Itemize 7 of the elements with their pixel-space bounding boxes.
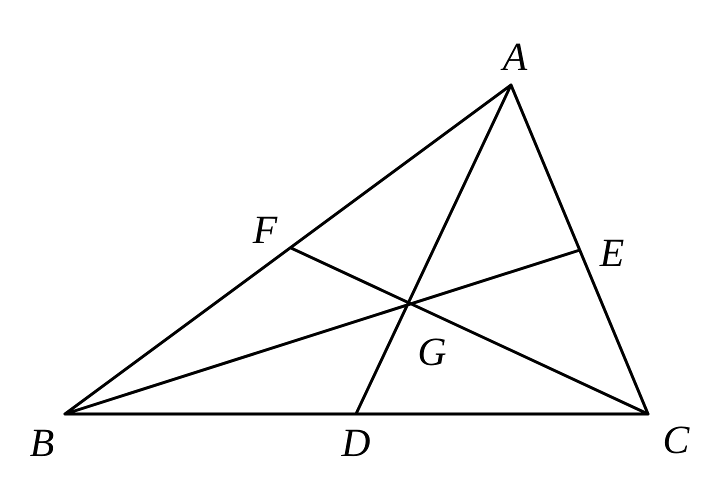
point-label: E (600, 233, 624, 273)
point-label: A (502, 37, 528, 77)
point-label: F (252, 210, 278, 250)
point-label: D (342, 423, 370, 463)
point-label: B (30, 423, 54, 463)
point-label: C (662, 420, 690, 460)
point-label: G (418, 332, 446, 372)
